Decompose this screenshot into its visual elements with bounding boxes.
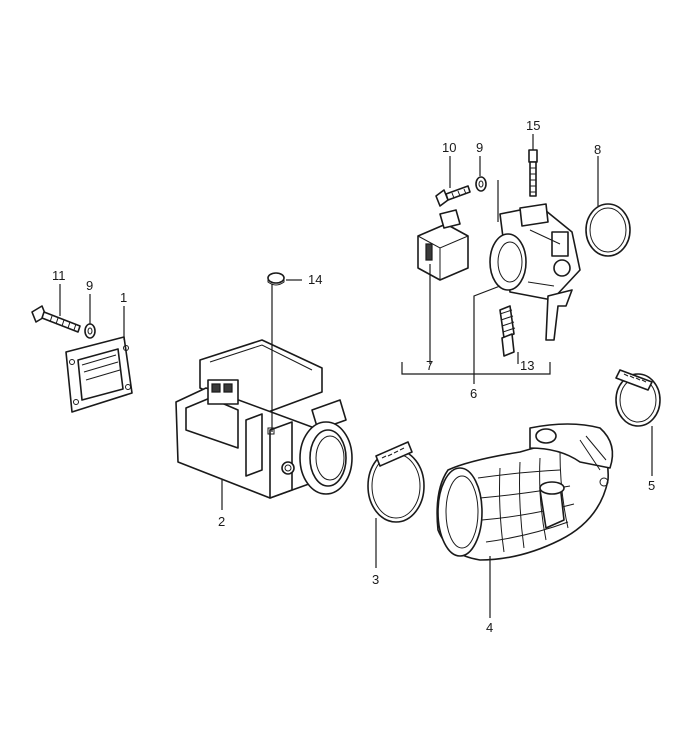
hose-clamp-part-5 (615, 369, 661, 427)
callout-5: 5 (648, 478, 655, 493)
callout-4: 4 (486, 620, 493, 635)
screw-part-15 (528, 149, 538, 197)
leader-lines (59, 134, 653, 618)
callout-11: 11 (52, 268, 66, 283)
washer-part-9-right (475, 176, 487, 192)
callout-15: 15 (526, 118, 540, 133)
callout-3: 3 (372, 572, 379, 587)
callout-9-left: 9 (86, 278, 93, 293)
hose-clamp-part-3 (367, 441, 425, 523)
callout-13: 13 (520, 358, 534, 373)
callout-2: 2 (218, 514, 225, 529)
throttle-body-part-6 (489, 203, 581, 341)
callout-7: 7 (426, 358, 433, 373)
plug-part-14 (267, 272, 285, 286)
callout-8: 8 (594, 142, 601, 157)
callout-labels: 11 9 1 14 2 3 4 5 8 15 9 10 7 6 13 (52, 118, 655, 635)
o-ring-part-8 (585, 203, 631, 257)
washer-part-9-left (84, 323, 96, 339)
throttle-switch-part-7 (417, 209, 469, 281)
spring-part-13 (499, 305, 516, 357)
air-flow-meter-part-2 (175, 339, 353, 499)
callout-9-right: 9 (476, 140, 483, 155)
callout-6: 6 (470, 386, 477, 401)
callout-10: 10 (442, 140, 456, 155)
gasket-part (65, 336, 133, 413)
intake-hose-part-4 (436, 423, 614, 561)
callout-14: 14 (308, 272, 322, 287)
bolt-part-11 (31, 305, 81, 333)
bolt-part-10 (435, 185, 471, 207)
callout-1: 1 (120, 290, 127, 305)
